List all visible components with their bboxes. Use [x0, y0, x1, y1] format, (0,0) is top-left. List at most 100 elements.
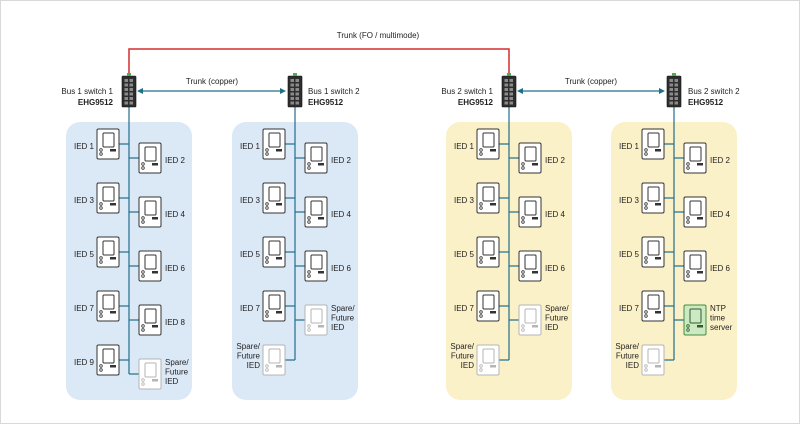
ied-label: IED 7: [619, 304, 640, 313]
trunk-copper-arrow-left: [517, 88, 523, 94]
switch-icon-port: [290, 92, 294, 96]
trunk-copper-arrow-right: [659, 88, 665, 94]
spare-device-icon-screen: [647, 348, 660, 364]
ied-icon-led-1: [141, 216, 145, 220]
ied-icon-led-2: [99, 314, 103, 318]
ied-icon-led-2: [686, 274, 690, 278]
ied-icon-port: [110, 257, 116, 260]
trunk-copper-arrow-left: [137, 88, 143, 94]
switch-icon-port: [669, 79, 673, 82]
ied-icon-screen: [102, 132, 115, 148]
ied-icon-led-2: [307, 220, 311, 224]
ied-icon: [641, 290, 665, 322]
trunk-copper-label: Trunk (copper): [186, 77, 239, 86]
ied-icon-port: [276, 257, 282, 260]
switch-icon-led: [672, 73, 676, 76]
switch-icon-port: [509, 92, 513, 96]
ied-label: IED 8: [165, 318, 186, 327]
ied-label: IED 2: [331, 156, 352, 165]
spare-device-icon-led-1: [141, 378, 145, 382]
ied-icon-port: [110, 365, 116, 368]
ied-icon-led-2: [265, 260, 269, 264]
switch-model: EHG9512: [308, 98, 344, 107]
ied-icon-screen: [524, 146, 537, 162]
ied-icon: [641, 236, 665, 268]
ied-label: IED 1: [454, 142, 475, 151]
switch-icon-port: [290, 79, 294, 82]
ied-icon-port: [532, 271, 538, 274]
ied-icon-led-2: [99, 368, 103, 372]
ied-icon-port: [697, 163, 703, 166]
ied-icon-led-1: [141, 270, 145, 274]
ied-icon-port: [655, 203, 661, 206]
ied-icon: [96, 128, 120, 160]
ied-icon-led-1: [521, 162, 525, 166]
ied-icon: [304, 250, 328, 282]
ied-icon-led-1: [479, 256, 483, 260]
ied-icon-led-2: [644, 152, 648, 156]
switch-icon-port: [509, 88, 513, 91]
switch-icon-body: [501, 75, 517, 108]
switch-icon-port: [674, 83, 678, 87]
ied-icon-led-2: [141, 166, 145, 170]
ied-icon-screen: [647, 240, 660, 256]
ied-label: IED 3: [619, 196, 640, 205]
spare-device-icon: [518, 304, 542, 336]
spare-device-icon-screen: [524, 308, 537, 324]
ied-label: IED 2: [165, 156, 186, 165]
switch-icon-port: [669, 92, 673, 96]
ied-icon-port: [152, 325, 158, 328]
switch-icon-port: [295, 79, 299, 82]
ied-icon-led-1: [686, 162, 690, 166]
trunk-fo-label: Trunk (FO / multimode): [337, 31, 420, 40]
ied-icon: [262, 290, 286, 322]
ied-icon-led-2: [644, 206, 648, 210]
ntp-server-icon-led-1: [686, 324, 690, 328]
ied-icon-port: [655, 149, 661, 152]
ied-icon-led-2: [99, 260, 103, 264]
ied-label: IED 7: [240, 304, 261, 313]
switch-name: Bus 2 switch 2: [688, 87, 740, 96]
ied-icon-screen: [647, 294, 660, 310]
switch-icon-port: [129, 101, 133, 105]
ied-icon-led-2: [307, 274, 311, 278]
ied-icon-port: [276, 203, 282, 206]
switch-icon-port: [509, 101, 513, 105]
ied-icon-port: [276, 149, 282, 152]
switch-icon-body: [666, 75, 682, 108]
ied-icon-port: [532, 163, 538, 166]
spare-device-icon-screen: [482, 348, 495, 364]
ied-icon-screen: [482, 132, 495, 148]
ied-icon: [518, 250, 542, 282]
ied-icon-screen: [310, 146, 323, 162]
ied-label: IED 3: [454, 196, 475, 205]
ied-icon: [138, 196, 162, 228]
ied-icon-led-2: [141, 220, 145, 224]
ied-icon-led-2: [141, 328, 145, 332]
ied-icon: [96, 290, 120, 322]
switch-icon-port: [669, 97, 673, 100]
ied-label: IED 5: [240, 250, 261, 259]
ied-icon: [641, 182, 665, 214]
switch-name: Bus 1 switch 2: [308, 87, 360, 96]
switch-icon-port: [129, 97, 133, 100]
ied-icon-led-1: [265, 148, 269, 152]
ied-label: IED 1: [619, 142, 640, 151]
ied-icon-port: [490, 149, 496, 152]
ied-icon-screen: [482, 294, 495, 310]
switch-icon-port: [504, 97, 508, 100]
ied-icon: [262, 128, 286, 160]
spare-device-icon-led-2: [644, 368, 648, 372]
ied-icon-led-2: [479, 260, 483, 264]
switch-icon-port: [674, 88, 678, 91]
spare-device-icon-screen: [144, 362, 157, 378]
ied-icon-port: [152, 271, 158, 274]
ied-icon-led-2: [99, 206, 103, 210]
ied-icon-led-2: [265, 152, 269, 156]
ied-icon-led-1: [521, 216, 525, 220]
ied-icon-screen: [102, 348, 115, 364]
switch-icon-led: [293, 73, 297, 76]
ied-icon: [138, 304, 162, 336]
ied-icon-led-2: [521, 274, 525, 278]
switch-icon-port: [295, 83, 299, 87]
